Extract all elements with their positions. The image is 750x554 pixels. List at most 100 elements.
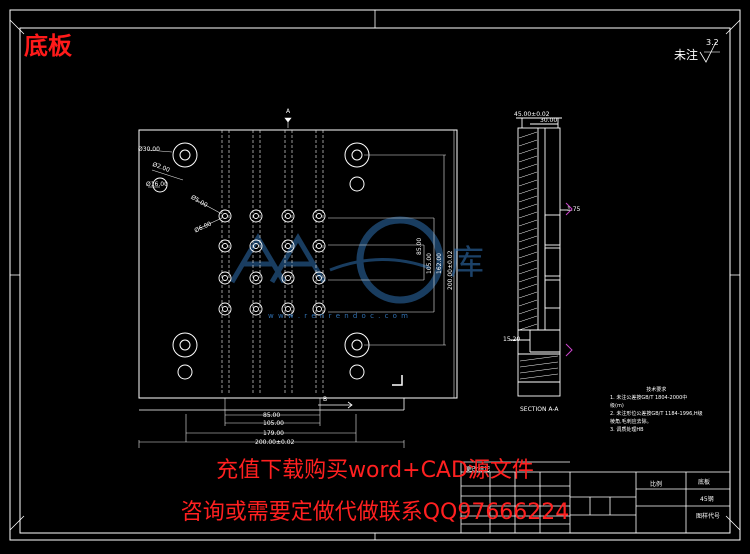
technical-notes: 技术要求 1. 未注公差按GB/T 1804-2000中 级(m) 2. 未注形…: [610, 386, 703, 434]
roughness-value: 3.2: [706, 38, 719, 47]
hatch-line: [518, 235, 538, 243]
dim-side-bottom: 15.20: [503, 336, 521, 343]
hatch-line: [518, 259, 538, 267]
hatch-line: [519, 355, 559, 362]
dim-side-top2: 30.00: [540, 117, 558, 124]
hole-center: [222, 275, 228, 281]
hatch-line: [518, 243, 538, 251]
hole: [218, 271, 232, 285]
dim-bottom-long: 179.00: [263, 430, 284, 437]
section-title: SECTION A-A: [520, 406, 559, 413]
hole-center: [285, 243, 291, 249]
hole-center: [316, 213, 322, 219]
title-block-scale: 比例: [650, 481, 663, 488]
dim-bottom-mid: 105.00: [263, 420, 284, 427]
title-block-name: 底板: [698, 479, 711, 486]
frame-corner-tr: [725, 19, 741, 35]
title-block-material: 45钢: [700, 496, 714, 503]
hole-center: [253, 213, 259, 219]
notes-heading: 技术要求: [646, 387, 667, 393]
watermark-logo: [229, 216, 444, 304]
notes-item: 2. 未注形位公差按GB/T 1184-1996,H级: [610, 411, 703, 417]
dim-right-1: 85.00: [416, 237, 423, 255]
hatch-line: [518, 267, 538, 275]
hole: [249, 209, 263, 223]
hatch-line: [518, 171, 538, 179]
hatch-line: [518, 163, 538, 171]
hatch-line: [518, 211, 538, 219]
dim-hole-a: Ø30.00: [138, 146, 160, 153]
hole-center: [285, 213, 291, 219]
hatch-line: [518, 179, 538, 187]
hatch-line: [518, 187, 538, 195]
hatch-line: [518, 291, 538, 299]
dim-right-2: 105.00: [426, 253, 433, 274]
frame-corner-tl: [9, 19, 25, 35]
hatch-line: [518, 139, 538, 147]
frame-corner-br: [725, 515, 741, 531]
hole: [281, 209, 295, 223]
hatch-line: [518, 147, 538, 155]
hole-center: [222, 213, 228, 219]
hole-center: [222, 243, 228, 249]
hatch-line: [519, 367, 559, 374]
hatch-line: [518, 195, 538, 203]
dim-right-3: 162.00: [436, 253, 443, 274]
notes-item: 1. 未注公差按GB/T 1804-2000中: [610, 395, 688, 401]
hatch-line: [518, 275, 538, 283]
hole: [218, 302, 232, 316]
hatch-line: [518, 131, 538, 139]
hatch-line: [518, 219, 538, 227]
hole: [312, 302, 326, 316]
hatch-line: [518, 251, 538, 259]
roughness-label: 未注: [674, 48, 699, 62]
dim-bottom-overall: 200.00±0.02: [255, 439, 295, 446]
watermark-url: w w w . r e n r e n d o c . c o m: [268, 312, 409, 320]
hole: [312, 271, 326, 285]
title-block: [460, 461, 731, 534]
hole-center: [253, 306, 259, 312]
hatch-line: [518, 227, 538, 235]
hole: [249, 239, 263, 253]
hole-center: [316, 306, 322, 312]
plan-view: [138, 117, 458, 411]
promo-line-1: 充值下载购买word+CAD源文件: [216, 458, 534, 483]
hole: [218, 209, 232, 223]
frame-corner-bl: [9, 515, 25, 531]
hole: [249, 271, 263, 285]
section-mark-a: A: [286, 108, 291, 115]
drawing-title: 底板: [24, 32, 72, 60]
notes-item: 3. 调质处理HB: [610, 427, 644, 433]
hole-center: [253, 243, 259, 249]
hole: [249, 302, 263, 316]
watermark-logo-text: 库: [450, 243, 484, 283]
title-block-part-no: 图样代号: [696, 513, 721, 520]
hatch-line: [518, 307, 538, 315]
hole-center: [222, 306, 228, 312]
hatch-line: [518, 203, 538, 211]
hole-center: [253, 275, 259, 281]
notes-item: 级(m): [610, 403, 624, 409]
hole-center: [316, 243, 322, 249]
notes-item: 棱角,毛刺应去除。: [610, 419, 652, 425]
hatch-line: [518, 283, 538, 291]
dim-right-4: 200.00±0.02: [447, 250, 454, 290]
hole: [281, 302, 295, 316]
roughness-symbol: [699, 41, 720, 63]
hole: [281, 271, 295, 285]
dim-hole-c: Ø16.00: [146, 181, 168, 188]
plan-dimensions: [138, 130, 455, 448]
side-view: [510, 117, 573, 397]
hatch-line: [518, 315, 538, 323]
hatch-line: [518, 323, 538, 331]
hatch-line: [519, 373, 559, 380]
dim-side-r: 1.75: [567, 206, 581, 213]
title-block-change: 更改标记: [466, 466, 491, 473]
hatch-line: [519, 361, 559, 368]
hole-center: [285, 275, 291, 281]
hole-center: [285, 306, 291, 312]
hole: [312, 239, 326, 253]
hole: [281, 239, 295, 253]
